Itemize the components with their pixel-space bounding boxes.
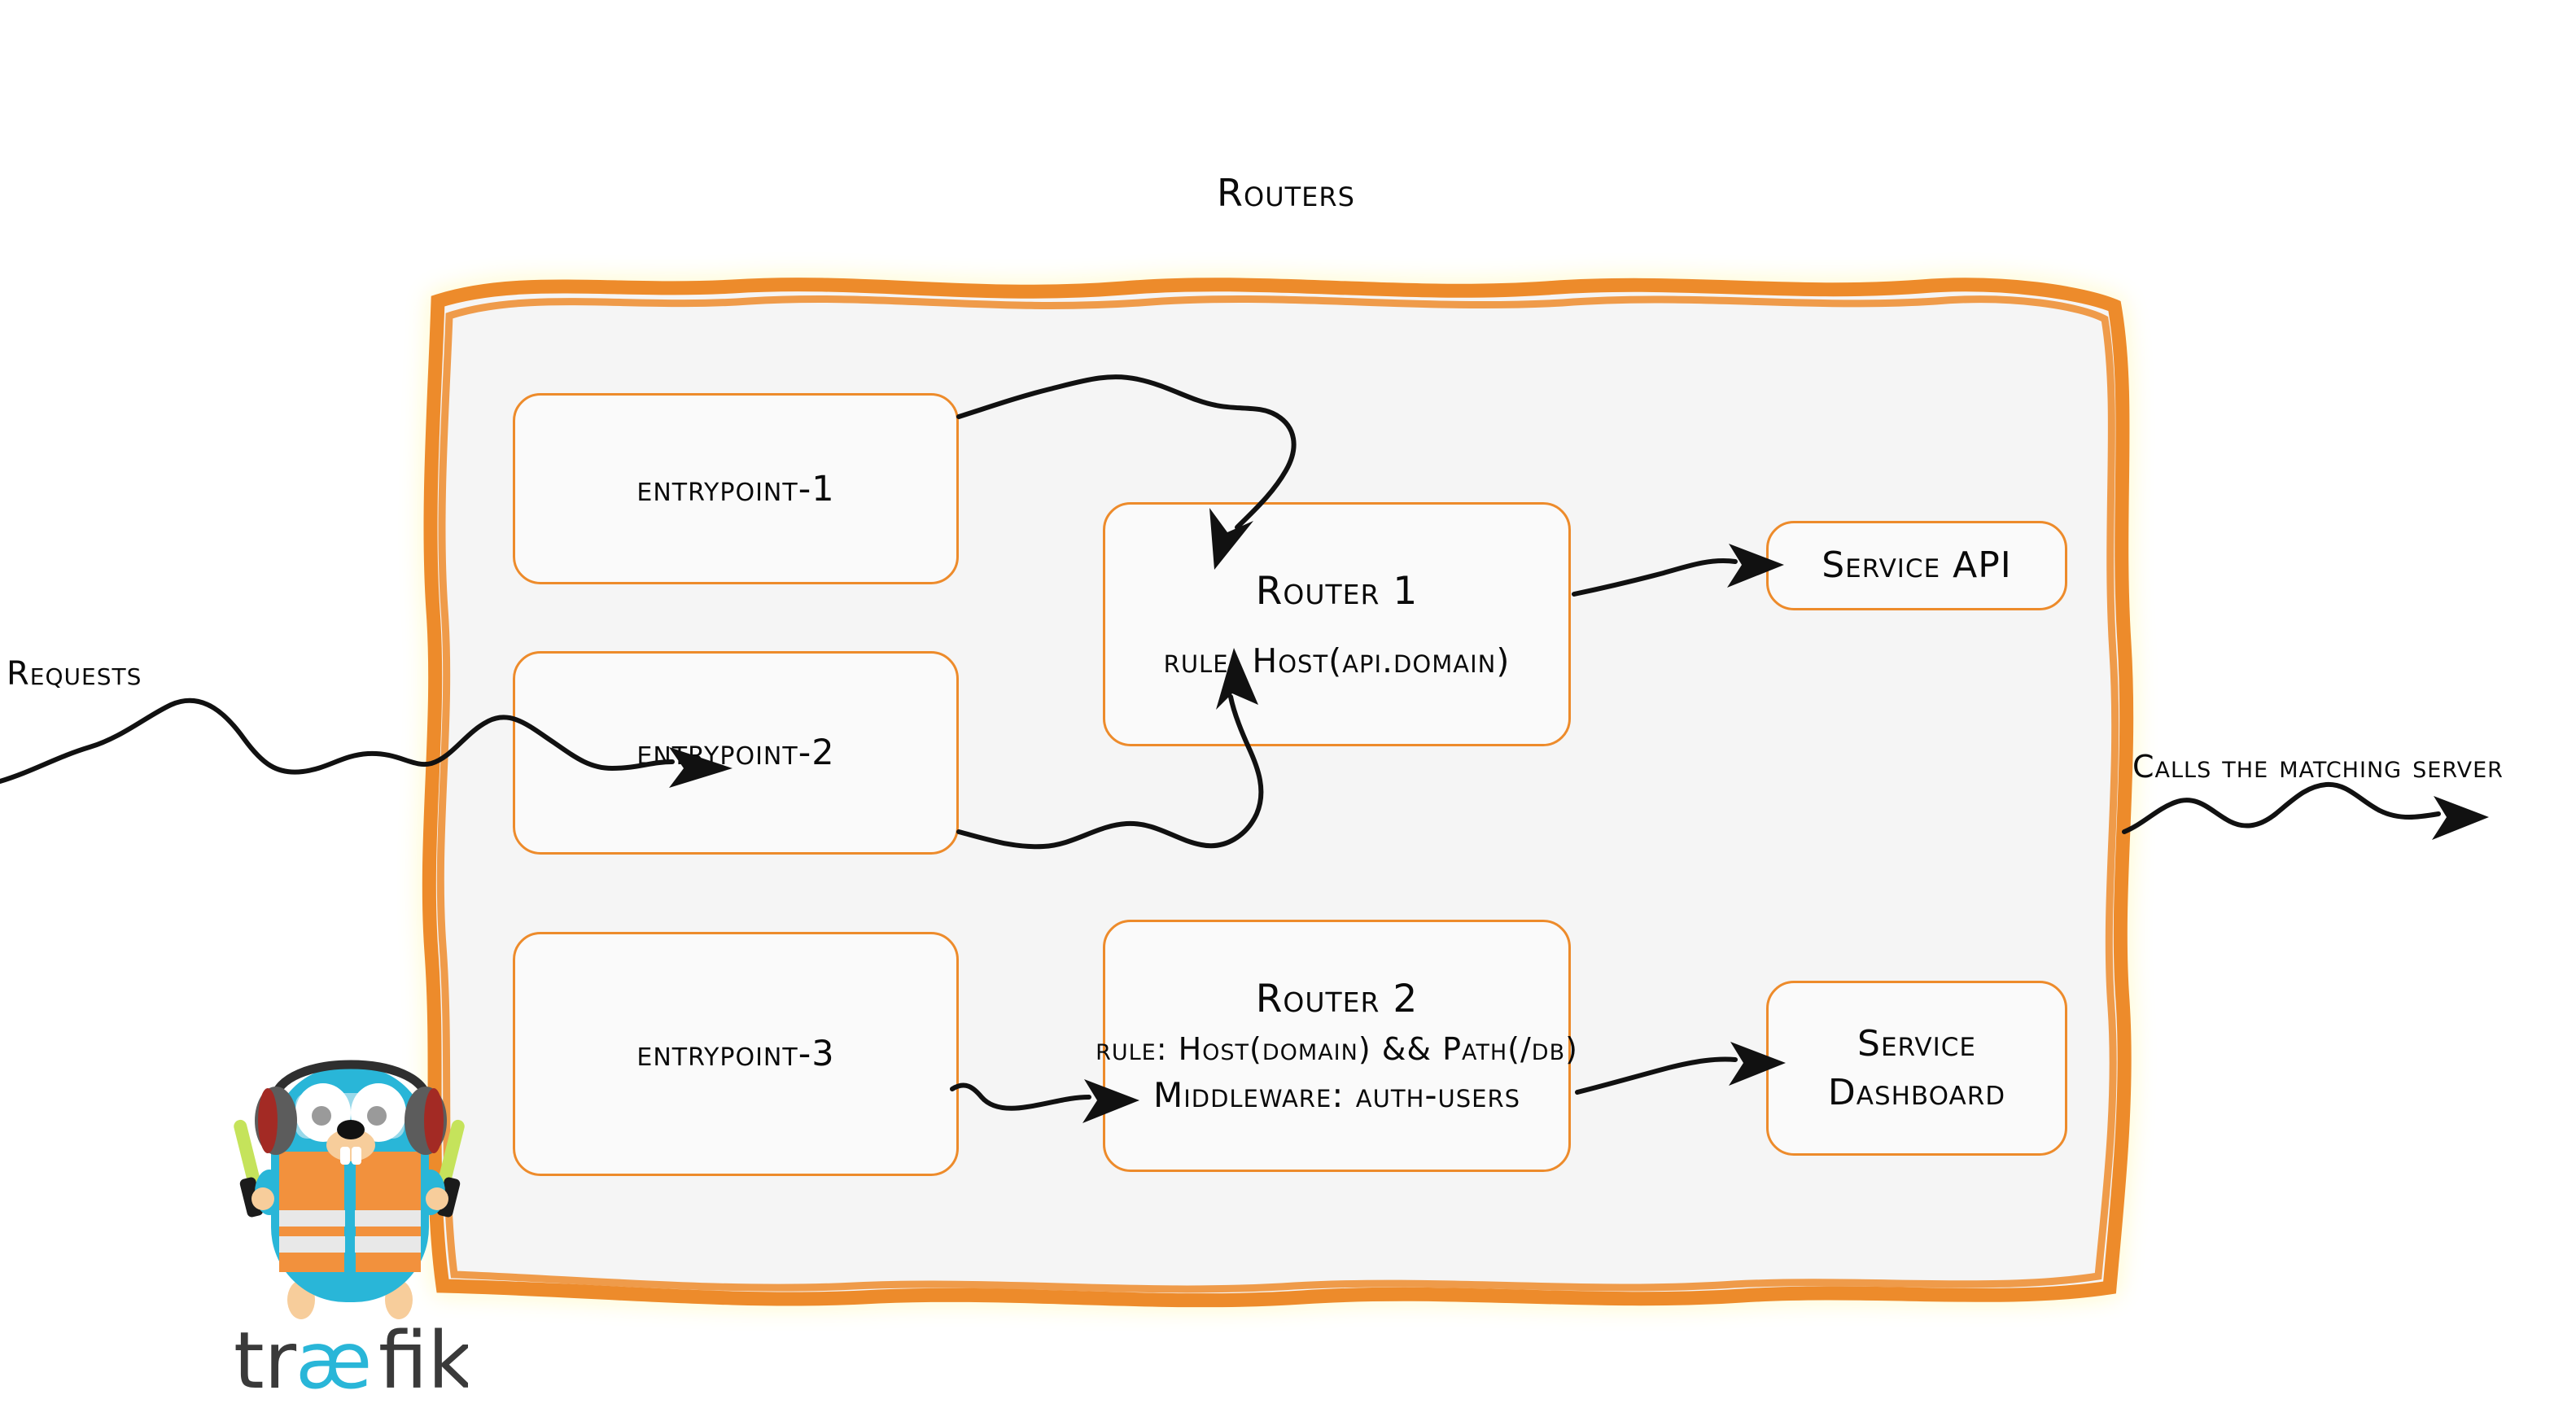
entrypoint-1-label: entrypoint-1 [636, 468, 835, 509]
headphones-icon [255, 1060, 447, 1155]
gopher-hand-left [251, 1187, 274, 1210]
entrypoint-3-box[interactable]: entrypoint-3 [513, 932, 959, 1176]
router-1-box[interactable]: Router 1 rule: Host(api.domain) [1103, 502, 1571, 746]
page-title: Routers [1217, 171, 1355, 215]
router-1-title: Router 1 [1255, 568, 1419, 614]
entrypoint-2-label: entrypoint-2 [636, 732, 835, 773]
entrypoint-3-label: entrypoint-3 [636, 1034, 835, 1074]
gopher-pupil-right [367, 1106, 387, 1126]
entrypoint-1-box[interactable]: entrypoint-1 [513, 393, 959, 584]
router-2-middleware: Middleware: auth-users [1152, 1075, 1521, 1115]
arrow-calls-outbound [2122, 781, 2489, 840]
gopher-nose [337, 1120, 365, 1139]
arrow-head-icon [2432, 796, 2489, 840]
gopher-tooth-right [352, 1147, 361, 1165]
router-2-box[interactable]: Router 2 rule: Host(domain) && Path(/db)… [1096, 920, 1577, 1172]
router-2-rule: rule: Host(domain) && Path(/db) [1096, 1031, 1578, 1067]
gopher-snout [326, 1129, 375, 1161]
gopher-hand-right [426, 1187, 448, 1210]
traefik-wordmark-part2: æ [295, 1315, 372, 1396]
traefik-logo: tr æ fik [232, 1038, 473, 1406]
traefik-wordmark-part1: tr [234, 1315, 297, 1396]
gopher-tooth-left [340, 1147, 350, 1165]
inbound-requests-label: Requests [7, 655, 142, 693]
service-dashboard-label-line1: Service [1857, 1023, 1976, 1065]
entrypoint-2-box[interactable]: entrypoint-2 [513, 651, 959, 855]
gopher-pupil-left [312, 1106, 331, 1126]
router-1-rule: rule: Host(api.domain) [1163, 641, 1511, 680]
service-api-label: Service API [1822, 544, 2012, 587]
safety-vest [279, 1152, 421, 1272]
traefik-wordmark-part3: fik [378, 1315, 468, 1396]
service-dashboard-box[interactable]: Service Dashboard [1766, 981, 2067, 1156]
service-api-box[interactable]: Service API [1766, 521, 2067, 610]
service-dashboard-label-line2: Dashboard [1827, 1071, 2006, 1113]
router-2-title: Router 2 [1255, 977, 1419, 1021]
outbound-calls-label: Calls the matching server [2132, 749, 2504, 785]
